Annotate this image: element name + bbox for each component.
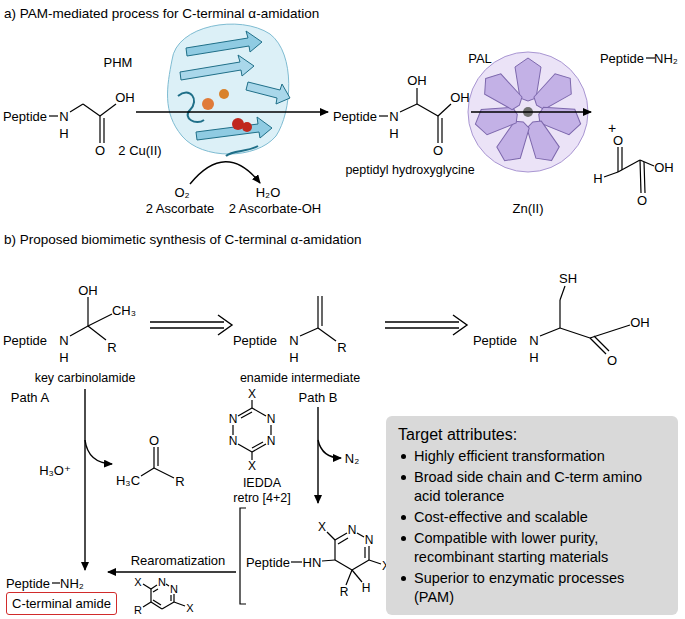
structure-label: N — [229, 435, 238, 447]
panel-heading: Target attributes: — [398, 424, 668, 445]
structure-label: N — [59, 110, 68, 123]
structure-label: Peptide — [3, 110, 47, 123]
structure-label: N — [267, 413, 276, 425]
structure-label: H — [59, 127, 68, 140]
bullet-item: Broad side chain and C-term amino acid t… — [398, 468, 668, 506]
structure-label: N — [229, 413, 238, 425]
bullet-text: Cost-effective and scalable — [414, 509, 588, 525]
structure-label: H₂O — [256, 186, 281, 199]
structure-label: Peptide — [6, 577, 50, 590]
bullet-text: Superior to enzymatic processes (PAM) — [414, 570, 624, 605]
structure-label: R — [175, 475, 184, 488]
structure-label: H — [362, 582, 371, 594]
structure-label: N — [289, 334, 298, 347]
box-text: C-terminal amide — [12, 596, 111, 611]
structure-label: Peptide — [333, 110, 377, 123]
structure-label: retro [4+2] — [233, 492, 290, 505]
structure-label: X — [248, 460, 256, 472]
structure-label: Peptide — [246, 556, 290, 569]
structure-label: OH — [78, 284, 98, 297]
structure-label: Rearomatization — [131, 554, 226, 567]
structure-label: R — [337, 341, 346, 354]
structure-label: H — [529, 351, 538, 364]
structure-label: 2 Ascorbate — [146, 202, 215, 215]
structure-label: O — [95, 144, 105, 157]
structure-label: 2 Ascorbate-OH — [229, 202, 322, 215]
structure-label: N — [348, 524, 357, 536]
structure-label: CH₃ — [112, 304, 136, 317]
structure-label: HN — [303, 556, 322, 569]
structure-label: O — [433, 144, 443, 157]
structure-label: peptidyl hydroxyglycine — [345, 164, 474, 177]
structure-label: PHM — [104, 56, 133, 69]
structure-label: Peptide — [233, 334, 277, 347]
structure-label: Path B — [298, 391, 337, 404]
structure-label: X — [186, 603, 193, 614]
structure-label: N — [158, 577, 166, 588]
structure-label: X — [318, 521, 326, 533]
bullet-text: Highly efficient transformation — [414, 448, 605, 464]
structure-label: H — [389, 127, 398, 140]
structure-label: N — [365, 534, 374, 546]
highlight-box: C-terminal amide — [6, 592, 117, 615]
structure-label: N — [389, 110, 398, 123]
structure-label: IEDDA — [243, 477, 281, 490]
structure-label: PAL — [468, 52, 492, 65]
structure-label: Peptide — [3, 334, 47, 347]
structure-label: NH₂ — [654, 52, 678, 65]
structure-label: key carbinolamide — [35, 372, 136, 385]
bullet-item: Superior to enzymatic processes (PAM) — [398, 569, 668, 607]
structure-label: OH — [450, 91, 470, 104]
structure-label: OH — [630, 316, 650, 329]
structure-label: b) Proposed biomimetic synthesis of C-te… — [4, 233, 361, 247]
structure-label: X — [134, 577, 141, 588]
bullet-item: Cost-effective and scalable — [398, 508, 668, 527]
structure-label: OH — [654, 161, 674, 174]
structure-label: X — [248, 388, 256, 400]
structure-label: Peptide — [473, 334, 517, 347]
bullet-item: Compatible with lower purity, recombinan… — [398, 529, 668, 567]
structure-label: O₂ — [174, 186, 189, 199]
structure-label: Path A — [11, 391, 49, 404]
structure-label: O — [607, 354, 617, 367]
bullet-dot — [401, 454, 406, 459]
structure-label: H — [593, 172, 602, 185]
structure-label: O — [149, 434, 159, 447]
attributes-panel: Target attributes: Highly efficient trans… — [386, 416, 678, 615]
structure-label: O — [613, 134, 623, 147]
structure-label: N₂ — [345, 452, 359, 465]
structure-label: OH — [407, 74, 427, 87]
structure-label: SH — [559, 272, 577, 285]
structure-label: enamide intermediate — [240, 372, 360, 385]
bullet-dot — [401, 536, 406, 541]
structure-label: OH — [115, 91, 135, 104]
structure-label: Peptide — [600, 52, 644, 65]
structure-label: NH₂ — [60, 577, 84, 590]
structure-label: N — [59, 334, 68, 347]
structure-label: R — [107, 341, 116, 354]
structure-label: O — [637, 194, 647, 207]
bullet-dot — [401, 475, 406, 480]
structure-label: a) PAM-mediated process for C-terminal α… — [4, 7, 319, 21]
bullet-text: Broad side chain and C-term amino acid t… — [414, 469, 642, 504]
structure-label: 2 Cu(II) — [118, 144, 161, 157]
bullet-text: Compatible with lower purity, recombinan… — [414, 530, 608, 565]
structure-label: H₃C — [116, 474, 140, 487]
structure-label: N — [170, 584, 178, 595]
structure-label: R — [340, 586, 349, 598]
bullet-item: Highly efficient transformation — [398, 447, 668, 466]
bullet-dot — [401, 576, 406, 581]
structure-label: H — [59, 351, 68, 364]
structure-label: N — [529, 334, 538, 347]
structure-label: R — [134, 605, 142, 616]
structure-label: Zn(II) — [512, 202, 543, 215]
structure-label: N — [267, 435, 276, 447]
structure-label: H₃O⁺ — [39, 464, 71, 477]
structure-label: H — [289, 351, 298, 364]
phm-protein — [168, 24, 290, 156]
bullet-dot — [401, 515, 406, 520]
